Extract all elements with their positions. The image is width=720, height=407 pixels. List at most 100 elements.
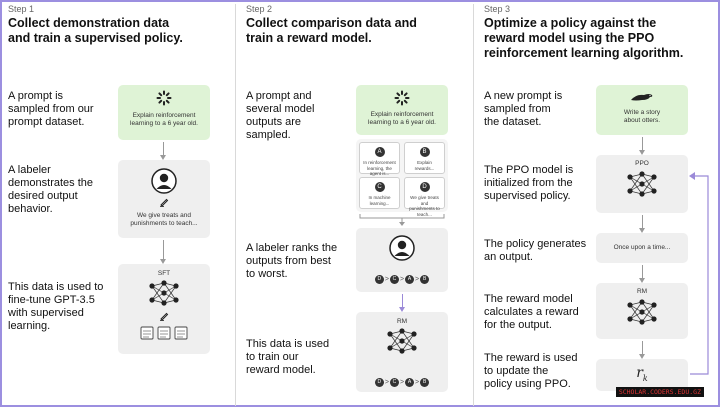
step-3-desc-ppo: The PPO model is initialized from the su… [484, 164, 573, 203]
desc-line: demonstrates the [8, 177, 93, 189]
rank-item: B [420, 275, 430, 285]
output-line: learning, the [367, 165, 392, 171]
step-1-labeler-card: We give treats and punishments to teach.… [118, 160, 210, 238]
output-letter: C [374, 182, 385, 192]
prompt-line: Explain reinforcement [370, 111, 434, 118]
desc-line: sampled. [246, 129, 291, 141]
desc-line: The reward model [484, 293, 573, 305]
step-3-prompt-card: Write a story about otters. [596, 85, 688, 135]
rank-item: B [420, 378, 430, 388]
desc-line: learning. [8, 320, 51, 332]
rank-item: C [389, 275, 399, 285]
desc-line: A labeler ranks the [246, 242, 338, 254]
prompt-text: Write a story about otters. [596, 109, 688, 125]
step-3-desc-prompt: A new prompt is sampled from the dataset… [484, 90, 562, 129]
output-c: C In machine learning... [359, 177, 400, 209]
demo-line: punishments to teach... [130, 220, 198, 227]
reward-letter: r [636, 365, 643, 381]
output-text: We give treats and punishments to teach.… [407, 195, 442, 217]
step-2-desc-train: This data is used to train our reward mo… [246, 338, 329, 377]
output-a: A In reinforcement learning, the agent i… [359, 142, 400, 177]
desc-line: with supervised [8, 307, 84, 319]
output-letter: A [374, 147, 385, 157]
prompt-line: Write a story [623, 109, 661, 116]
desc-line: outputs are [246, 116, 302, 128]
rank-item: D [374, 378, 384, 388]
rm-label: RM [396, 318, 408, 325]
step-2-rm-card: RM D>C>A>B [356, 312, 448, 392]
bracket-merge-icon [359, 214, 445, 226]
prompt-line: learning to a 6 year old. [130, 120, 198, 127]
output-line: In reinforcement [363, 160, 396, 165]
step-2-desc-rank: A labeler ranks the outputs from best to… [246, 242, 337, 281]
heading-line: train a reward model. [246, 31, 372, 45]
column-divider [235, 4, 236, 406]
neural-network-icon [387, 328, 417, 354]
desc-line: initialized from the [484, 177, 573, 189]
step-3-rm-card: RM [596, 283, 688, 339]
desc-line: to worst. [246, 268, 288, 280]
output-text: Explain rewards... [407, 160, 442, 171]
step-3-label: Step 3 [484, 4, 511, 14]
spinner-icon [394, 90, 410, 106]
output-line: agent is... [369, 171, 390, 176]
step-3-heading: Optimize a policy against the reward mod… [484, 16, 683, 61]
reward-subscript: k [642, 373, 648, 383]
desc-line: behavior. [8, 203, 53, 215]
desc-line: policy using PPO. [484, 378, 571, 390]
arrow-down [160, 240, 166, 264]
prompt-text: Explain reinforcement learning to a 6 ye… [356, 111, 448, 127]
demo-line: We give treats and [136, 212, 192, 219]
output-line: Explain rewards... [414, 160, 435, 171]
step-1-label: Step 1 [8, 4, 35, 14]
spinner-icon [156, 90, 172, 106]
output-letter: B [419, 147, 430, 157]
step-2-prompt-card: Explain reinforcement learning to a 6 ye… [356, 85, 448, 135]
ranking-row: D>C>A>B [356, 271, 448, 289]
rank-item: A [405, 378, 415, 388]
step-2-ranking-card: D>C>A>B [356, 228, 448, 292]
heading-line: Collect demonstration data [8, 16, 170, 30]
heading-line: reward model using the PPO [484, 31, 655, 45]
rank-separator: > [384, 379, 389, 387]
output-letter: D [419, 182, 430, 192]
step-3-desc-update: The reward is used to update the policy … [484, 352, 578, 391]
step-1-sft-card: SFT [118, 264, 210, 354]
desc-line: several model [246, 103, 315, 115]
output-b: B Explain rewards... [404, 142, 445, 174]
desc-line: to train our [246, 351, 299, 363]
neural-network-icon [149, 280, 179, 306]
person-icon [389, 235, 415, 261]
column-divider [473, 4, 474, 406]
desc-line: fine-tune GPT-3.5 [8, 294, 95, 306]
step-3-reward-card: rk [596, 359, 688, 391]
arrow-down [160, 142, 166, 160]
output-text: Once upon a time... [613, 244, 671, 251]
prompt-line: Explain reinforcement [132, 112, 196, 119]
rank-item: C [389, 378, 399, 388]
heading-line: Optimize a policy against the [484, 16, 657, 30]
desc-line: sampled from [484, 103, 551, 115]
desc-line: A prompt is [8, 90, 64, 102]
demo-text: We give treats and punishments to teach.… [118, 212, 210, 228]
arrow-down [639, 215, 645, 233]
step-1-prompt-card: Explain reinforcement learning to a 6 ye… [118, 85, 210, 140]
rank-separator: > [384, 276, 389, 284]
step-2-heading: Collect comparison data and train a rewa… [246, 16, 417, 46]
desc-line: supervised policy. [484, 190, 571, 202]
step-1-desc-finetune: This data is used to fine-tune GPT-3.5 w… [8, 281, 103, 333]
desc-line: to update the [484, 365, 549, 377]
desc-line: prompt dataset. [8, 116, 85, 128]
prompt-line: learning to a 6 year old. [368, 119, 436, 126]
output-text: In machine learning... [362, 195, 397, 206]
prompt-line: about otters. [623, 117, 661, 124]
rm-label: RM [636, 288, 648, 295]
step-3-desc-generate: The policy generates an output. [484, 238, 586, 264]
desc-line: The policy generates [484, 238, 587, 250]
sft-label: SFT [157, 270, 171, 277]
step-3-ppo-card: PPO [596, 155, 688, 213]
output-line: learning... [369, 200, 390, 206]
output-text: In reinforcement learning, the agent is.… [362, 160, 397, 177]
pencil-icon [160, 198, 169, 207]
